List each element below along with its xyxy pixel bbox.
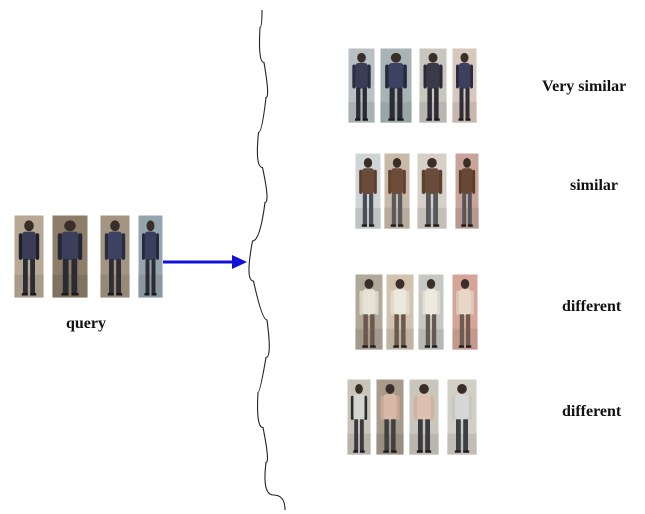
query-thumbnail [137,214,164,299]
result-thumbnail [346,378,372,456]
query-thumbnail [13,214,45,299]
result-thumbnail [379,47,413,124]
result-thumbnail [451,47,478,124]
query-arrow [163,255,247,269]
group-label-similar: similar [570,177,618,194]
result-thumbnail [417,273,445,351]
result-thumbnail [354,273,384,351]
result-group [347,47,478,124]
result-thumbnail [451,273,479,351]
group-label-very-similar: Very similar [542,78,627,95]
arrow-head [232,255,247,269]
result-thumbnail [375,378,405,456]
result-thumbnail [385,273,415,351]
result-thumbnail [347,47,376,124]
wavy-divider [248,9,286,511]
result-thumbnail [354,152,382,230]
result-thumbnail [454,152,480,230]
group-label-different-1: different [562,298,622,315]
query-thumbnail [51,214,89,299]
result-group [346,378,478,456]
result-thumbnail [446,378,478,456]
query-thumbnails [13,214,164,299]
query-label: query [66,315,106,332]
result-thumbnail [383,152,411,230]
result-group [354,152,480,230]
result-thumbnail [416,152,448,230]
result-thumbnail [408,378,440,456]
result-groups [346,47,480,456]
result-thumbnail [418,47,448,124]
group-label-different-2: different [562,403,622,420]
result-group [354,273,479,351]
query-thumbnail [99,214,131,299]
